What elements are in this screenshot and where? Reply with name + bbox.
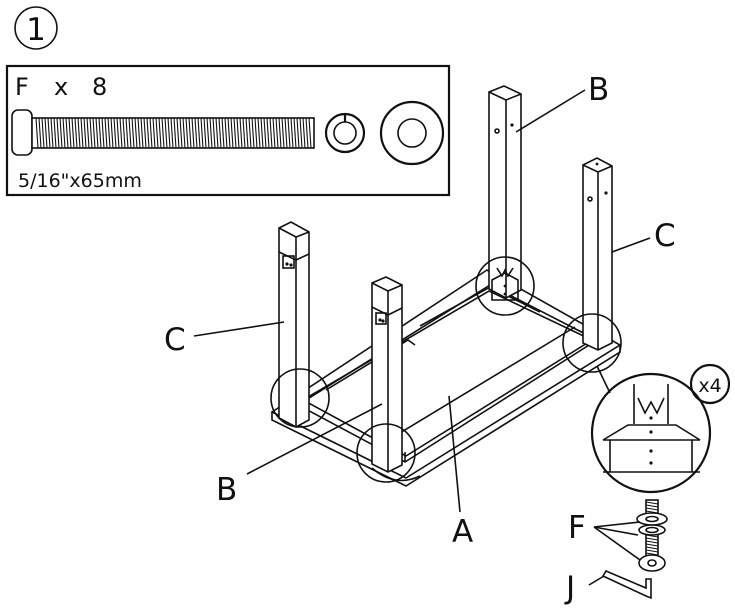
- flat-washer-icon: [379, 100, 445, 166]
- label-a: A: [452, 514, 473, 550]
- hex-wrench-icon: [601, 569, 652, 600]
- repeat-badge: [689, 363, 731, 405]
- corner-circle-back: [475, 256, 535, 316]
- label-c-right: C: [654, 218, 676, 254]
- leg-b-front: [371, 276, 403, 473]
- label-b-back: B: [588, 72, 609, 108]
- corner-circle-left: [270, 368, 330, 428]
- lock-washer-icon: [324, 112, 366, 154]
- step-number: 1: [26, 12, 46, 48]
- corner-circle-front: [356, 423, 416, 483]
- bolt-assembly: [636, 499, 668, 572]
- bolt-threads: [35, 117, 312, 149]
- step-indicator: 1: [14, 6, 58, 50]
- parts-quantity: 8: [92, 73, 107, 101]
- leg-c-right: [582, 157, 613, 351]
- leg-c-left: [278, 221, 310, 428]
- parts-box-frame: [5, 64, 451, 197]
- label-c-left: C: [164, 322, 186, 358]
- parts-multiplier: x: [54, 73, 68, 101]
- parts-box: F x 8 5/16"x65mm: [5, 64, 451, 197]
- callouts: B C C B A F J: [164, 72, 676, 606]
- bolt-size: 5/16"x65mm: [18, 170, 142, 192]
- bolt-head: [11, 109, 33, 156]
- parts-letter: F: [15, 73, 29, 101]
- repeat-count: x4: [698, 375, 721, 397]
- corner-circle-right: [562, 313, 622, 373]
- table-top: [270, 269, 622, 487]
- step-circle: [14, 6, 58, 50]
- detail-magnifier: x4: [590, 363, 731, 494]
- detail-circle: [590, 372, 712, 494]
- label-f: F: [568, 510, 586, 546]
- label-b-front: B: [216, 472, 237, 508]
- leg-b-back: [488, 85, 522, 299]
- label-j: J: [564, 570, 575, 606]
- corner-highlights: [270, 256, 622, 483]
- bolt-icon: [11, 109, 315, 156]
